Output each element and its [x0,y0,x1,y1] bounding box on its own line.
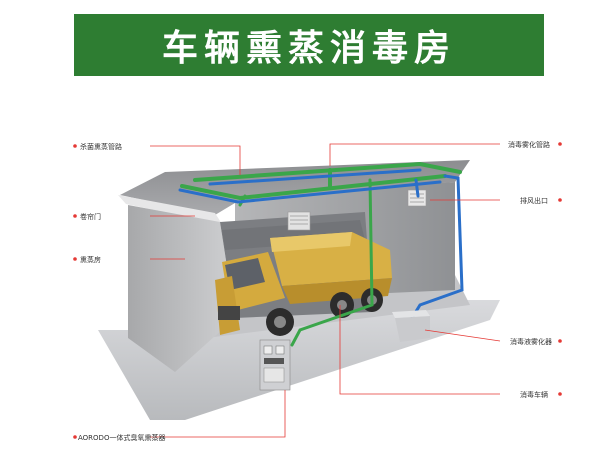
label-exhaust-outlet: 排风出口 [520,197,548,205]
blue-pipe-network [178,168,464,320]
title-banner: 车辆熏蒸消毒房 [74,14,544,76]
left-wall [128,205,235,372]
roof-edge [118,195,222,224]
atomizer-unit [392,310,430,342]
leader-lines [150,143,501,438]
label-vehicle: 消毒车辆 [520,391,548,399]
label-mist-pipe: 消毒雾化管路 [508,141,550,149]
label-fumigation-room: 熏蒸房 [80,256,101,264]
page-title: 车辆熏蒸消毒房 [161,28,456,69]
label-fumigation-pipe: 杀菌熏蒸管路 [80,143,122,151]
leader-dots [73,142,562,439]
ozone-generator-unit [259,339,291,391]
label-rolling-door: 卷帘门 [80,213,101,221]
vent-grille-icon [287,211,311,231]
green-pipe-network [180,161,462,347]
label-ozone-generator: AORODO一体式臭氧熏蒸器 [78,434,166,442]
dump-truck [215,232,392,336]
label-atomizer: 消毒液雾化器 [510,338,552,346]
